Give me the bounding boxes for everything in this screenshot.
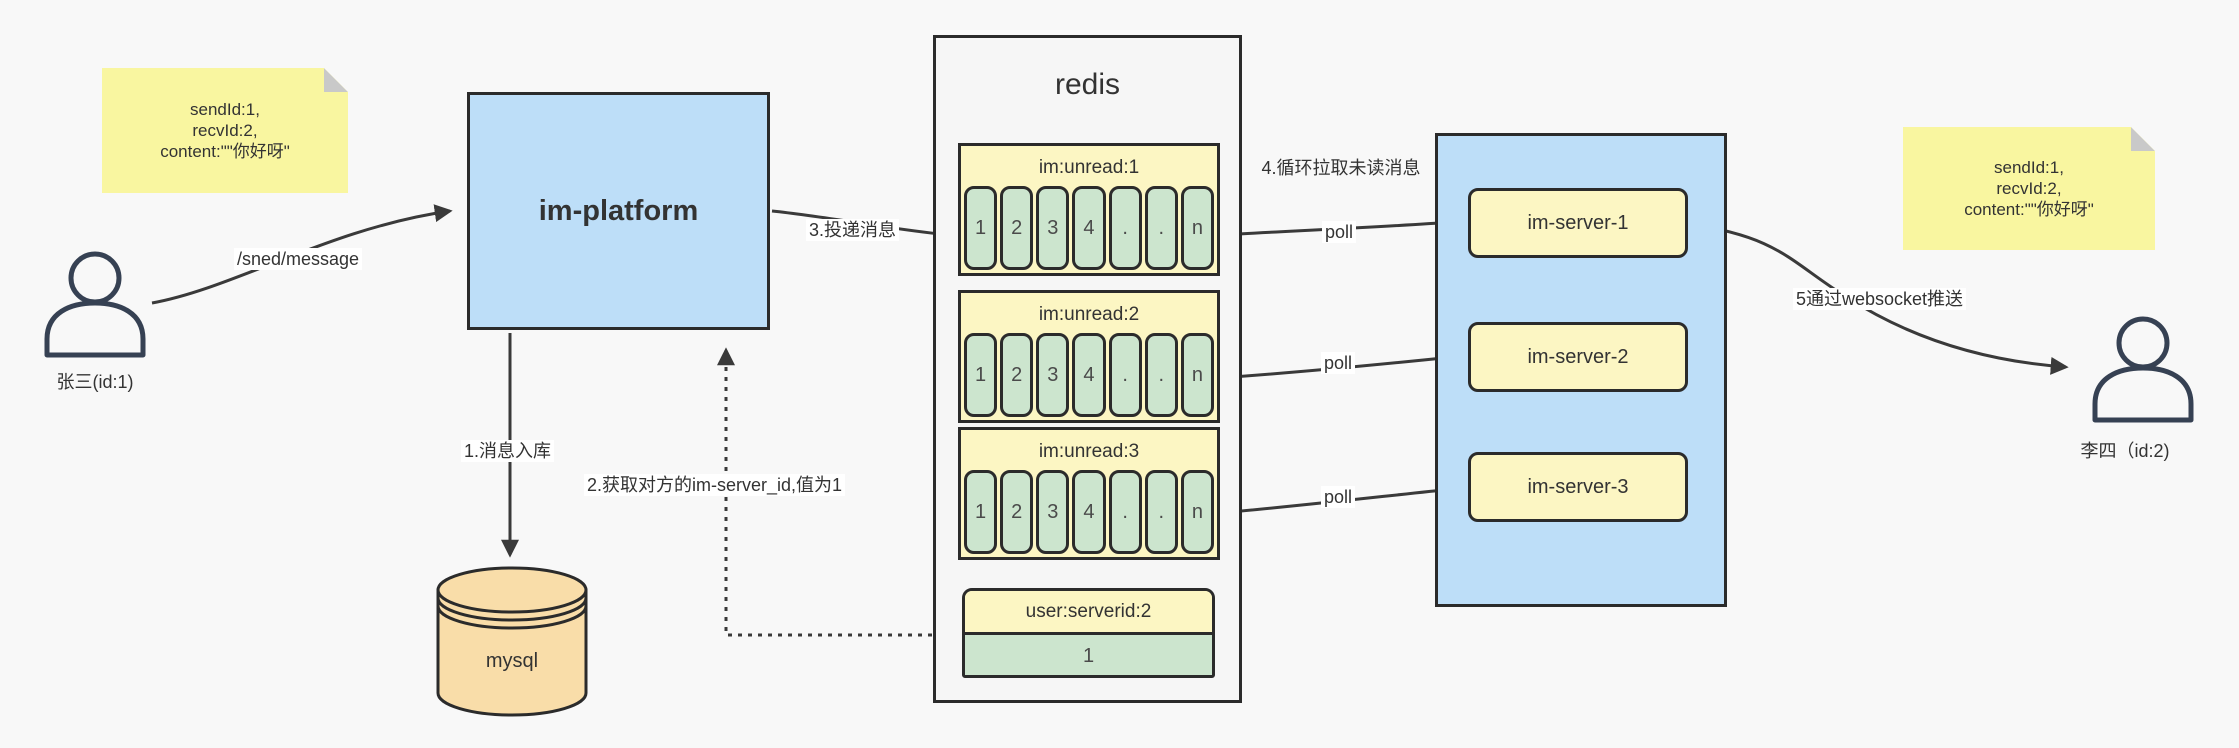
sender-label: 张三(id:1) [56, 372, 134, 392]
user-serverid-key: user:serverid:2 [965, 591, 1212, 635]
im-server-label: im-server-1 [1527, 211, 1629, 234]
im-server-1-box: im-server-1 [1468, 188, 1688, 258]
user-icon [44, 251, 146, 358]
edge-label-deliver: 3.投递消息 [806, 219, 900, 241]
queue-cell: 4 [1072, 333, 1106, 417]
queue-cells: 1 2 3 4 . . n [964, 333, 1214, 417]
message-note-right: sendId:1, recvId:2, content:""你好呀" [1903, 127, 2155, 250]
queue-header: im:unread:3 [1038, 441, 1140, 462]
queue-cell: 2 [1000, 333, 1034, 417]
queue-cell: 3 [1036, 333, 1070, 417]
edge-label-send-message: /sned/message [234, 248, 363, 270]
user-serverid-box: user:serverid:2 1 [962, 588, 1215, 678]
receiver-label: 李四（id:2) [2080, 441, 2170, 461]
queue-cell: n [1180, 333, 1214, 417]
note-fold-icon [324, 68, 348, 92]
database-label: mysql [485, 650, 539, 672]
im-server-label: im-server-2 [1527, 345, 1629, 368]
redis-queue-unread-2: im:unread:2 1 2 3 4 . . n [958, 290, 1220, 423]
note-line: sendId:1, [190, 100, 260, 119]
im-server-label: im-server-3 [1527, 475, 1629, 498]
note-fold-icon [2131, 127, 2155, 151]
edge-label-poll-loop: 4.循环拉取未读消息 [1261, 158, 1421, 178]
note-line: recvId:2, [1996, 179, 2062, 198]
edge-label-poll-2: poll [1321, 352, 1356, 374]
note-line: recvId:2, [192, 121, 258, 140]
edge-label-websocket-push: 5通过websocket推送 [1793, 288, 1967, 310]
queue-cell: n [1180, 470, 1214, 554]
user-serverid-value: 1 [965, 635, 1212, 675]
user-icon [2092, 316, 2194, 423]
queue-cell: 2 [1000, 470, 1034, 554]
im-platform-box: im-platform [467, 92, 770, 330]
queue-cell: . [1144, 186, 1178, 270]
database-icon [436, 566, 588, 717]
redis-title: redis [1054, 68, 1121, 101]
queue-cell: . [1144, 333, 1178, 417]
queue-cell: 1 [964, 470, 998, 554]
queue-cell: n [1180, 186, 1214, 270]
redis-queue-unread-3: im:unread:3 1 2 3 4 . . n [958, 427, 1220, 560]
queue-cell: 3 [1036, 470, 1070, 554]
queue-header: im:unread:2 [1038, 304, 1140, 325]
message-note-left: sendId:1, recvId:2, content:""你好呀" [102, 68, 348, 193]
queue-cell: 1 [964, 333, 998, 417]
note-line: content:""你好呀" [1964, 200, 2094, 219]
queue-cell: 4 [1072, 186, 1106, 270]
edge-label-get-server-id: 2.获取对方的im-server_id,值为1 [584, 474, 846, 496]
queue-cell: . [1108, 470, 1142, 554]
queue-cell: 2 [1000, 186, 1034, 270]
queue-cells: 1 2 3 4 . . n [964, 470, 1214, 554]
queue-cell: . [1144, 470, 1178, 554]
note-line: content:""你好呀" [160, 142, 290, 161]
queue-header: im:unread:1 [1038, 157, 1140, 178]
note-line: sendId:1, [1994, 158, 2064, 177]
redis-queue-unread-1: im:unread:1 1 2 3 4 . . n [958, 143, 1220, 276]
im-server-3-box: im-server-3 [1468, 452, 1688, 522]
queue-cell: . [1108, 333, 1142, 417]
edge-label-poll-3: poll [1321, 486, 1356, 508]
queue-cell: 1 [964, 186, 998, 270]
edge-label-poll-1: poll [1322, 221, 1357, 243]
im-server-2-box: im-server-2 [1468, 322, 1688, 392]
queue-cells: 1 2 3 4 . . n [964, 186, 1214, 270]
edge-label-store-db: 1.消息入库 [461, 440, 555, 462]
queue-cell: 4 [1072, 470, 1106, 554]
queue-cell: 3 [1036, 186, 1070, 270]
im-platform-label: im-platform [538, 194, 699, 227]
queue-cell: . [1108, 186, 1142, 270]
